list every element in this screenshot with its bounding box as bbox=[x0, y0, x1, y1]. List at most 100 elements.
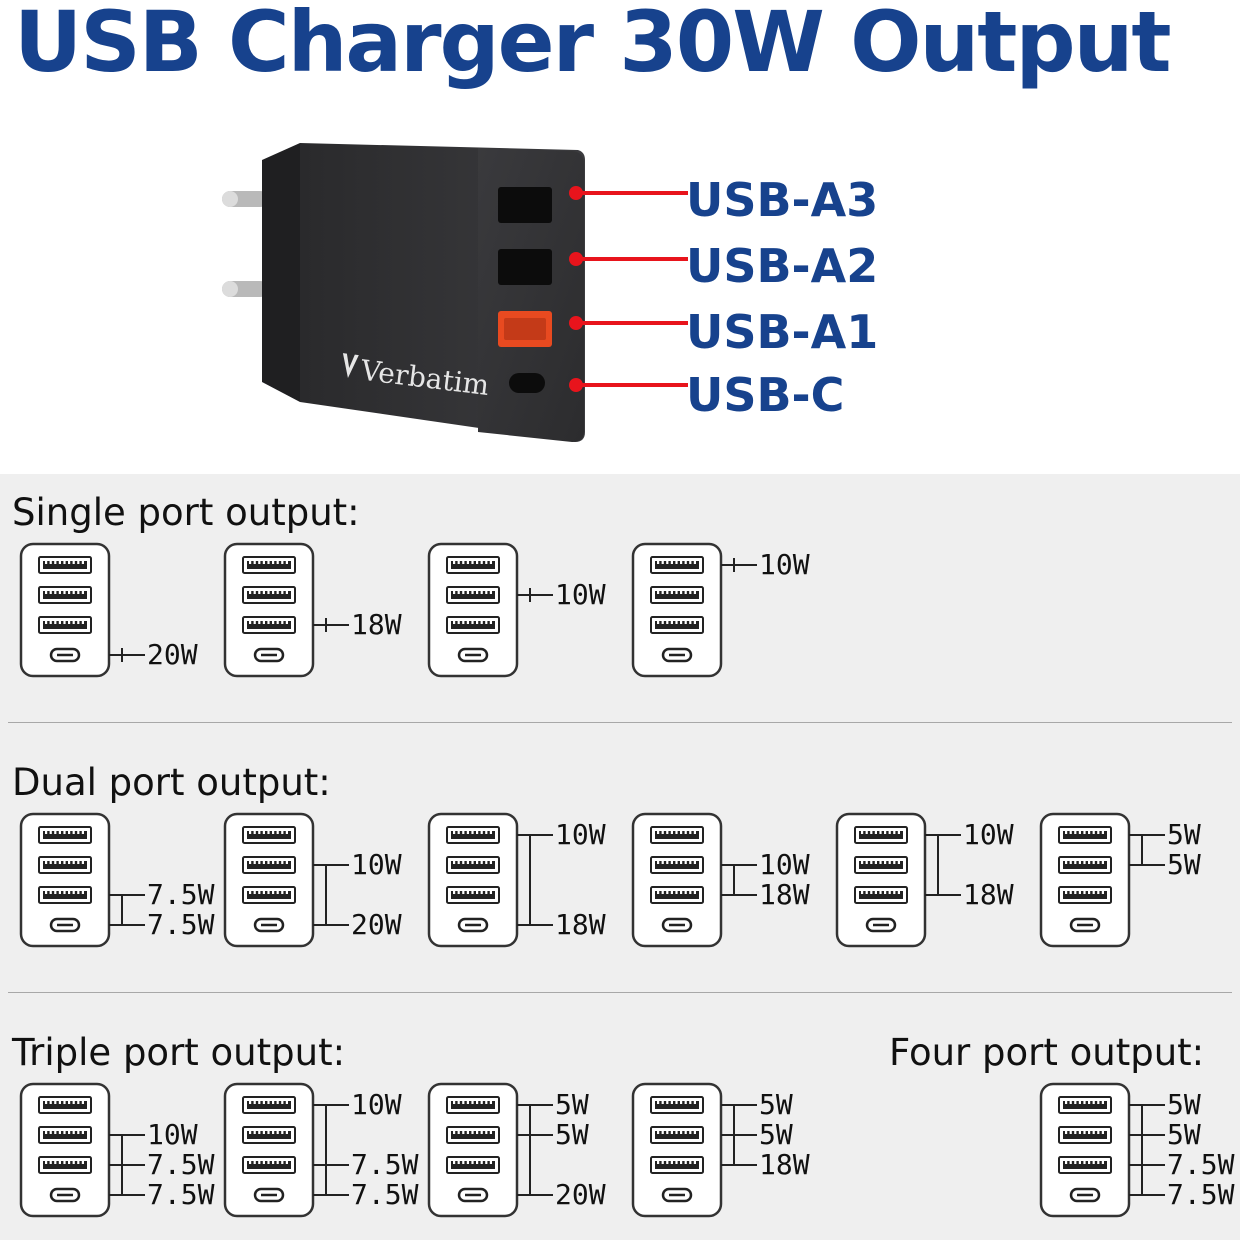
usb-a-port-icon bbox=[38, 1096, 92, 1114]
wattage-label-usb-a2: 10W bbox=[759, 848, 810, 881]
usb-c-port-icon bbox=[661, 1187, 693, 1203]
wattage-label-usb-a1: 18W bbox=[351, 608, 402, 641]
wattage-label-usb-a3: 10W bbox=[759, 548, 810, 581]
charger-diagram: 10W 20W bbox=[223, 812, 404, 953]
usb-a-port-icon bbox=[1058, 1096, 1112, 1114]
section-divider bbox=[8, 992, 1232, 993]
charger-diagram-graphic bbox=[19, 1082, 145, 1218]
charger-outline bbox=[427, 812, 519, 948]
section-title: Triple port output: bbox=[12, 1031, 346, 1074]
usb-a-port-icon bbox=[650, 556, 704, 574]
charger-outline bbox=[427, 542, 519, 678]
charger-diagram-graphic bbox=[19, 812, 145, 948]
section-title: Dual port output: bbox=[12, 761, 331, 804]
usb-c-port-icon bbox=[253, 917, 285, 933]
charger-diagram: 18W bbox=[223, 542, 404, 683]
usb-a-port-icon bbox=[1058, 886, 1112, 904]
charger-ports bbox=[498, 187, 552, 393]
usb-a-port-icon bbox=[242, 826, 296, 844]
output-panel bbox=[0, 474, 1240, 1240]
charger-outline bbox=[223, 542, 315, 678]
usb-a-port-icon bbox=[446, 1126, 500, 1144]
charger-outline bbox=[631, 1082, 723, 1218]
charger-outline bbox=[19, 812, 111, 948]
wattage-label-usb-a3: 10W bbox=[555, 818, 606, 851]
wattage-label-usb-a3: 5W bbox=[555, 1088, 589, 1121]
charger-diagram-graphic bbox=[1039, 812, 1165, 948]
usb-c-port-icon bbox=[253, 647, 285, 663]
usb-a-port-icon bbox=[1058, 856, 1112, 874]
charger-diagram-graphic bbox=[223, 1082, 349, 1218]
usb-a-port-icon bbox=[650, 1096, 704, 1114]
charger-diagram-graphic bbox=[631, 1082, 757, 1218]
charger-outline bbox=[427, 1082, 519, 1218]
wattage-label-usb-a3: 10W bbox=[963, 818, 1014, 851]
usb-c-port-icon bbox=[49, 917, 81, 933]
wattage-label-usb-c: 7.5W bbox=[147, 908, 215, 941]
charger-diagram-graphic bbox=[19, 542, 145, 678]
wattage-label-usb-c: 7.5W bbox=[351, 1178, 419, 1211]
usb-a-port-icon bbox=[650, 1126, 704, 1144]
charger-outline bbox=[631, 812, 723, 948]
usb-a-port-icon bbox=[650, 1156, 704, 1174]
wattage-label-usb-a1: 7.5W bbox=[147, 1148, 215, 1181]
wattage-label-usb-a2: 5W bbox=[759, 1118, 793, 1151]
usb-a-port-icon bbox=[242, 586, 296, 604]
wattage-label-usb-c: 20W bbox=[351, 908, 402, 941]
usb-a-port-icon bbox=[854, 826, 908, 844]
charger-outline bbox=[1039, 812, 1131, 948]
wattage-label-usb-a1: 18W bbox=[963, 878, 1014, 911]
charger-outline bbox=[19, 542, 111, 678]
page-title: USB Charger 30W Output bbox=[14, 0, 1172, 91]
usb-a-port-icon bbox=[242, 1126, 296, 1144]
usb-a-port-icon bbox=[38, 616, 92, 634]
usb-a-port-icon bbox=[38, 1126, 92, 1144]
port-label-usb-a1: USB-A1 bbox=[686, 305, 879, 359]
wattage-label-usb-a1: 7.5W bbox=[351, 1148, 419, 1181]
charger-diagram: 10W bbox=[427, 542, 608, 683]
wattage-label-usb-a2: 10W bbox=[351, 848, 402, 881]
wattage-label-usb-a2: 10W bbox=[555, 578, 606, 611]
wattage-label-usb-c: 7.5W bbox=[1167, 1178, 1235, 1211]
charger-diagram-graphic bbox=[1039, 1082, 1165, 1218]
usb-a-port-icon bbox=[242, 886, 296, 904]
wattage-label-usb-a1: 7.5W bbox=[147, 878, 215, 911]
wattage-label-usb-a3: 5W bbox=[759, 1088, 793, 1121]
wattage-label-usb-a1: 18W bbox=[759, 1148, 810, 1181]
usb-c-port-icon bbox=[661, 647, 693, 663]
section-divider bbox=[8, 722, 1232, 723]
wattage-label-usb-c: 18W bbox=[555, 908, 606, 941]
charger-outline bbox=[223, 812, 315, 948]
wattage-label-usb-a3: 10W bbox=[351, 1088, 402, 1121]
usb-a-port-icon bbox=[38, 586, 92, 604]
charger-diagram-graphic bbox=[835, 812, 961, 948]
usb-c-port-icon bbox=[253, 1187, 285, 1203]
wattage-label-usb-a1: 18W bbox=[759, 878, 810, 911]
charger-outline bbox=[835, 812, 927, 948]
port-label-usb-a2: USB-A2 bbox=[686, 239, 879, 293]
usb-a-port-icon bbox=[1058, 1126, 1112, 1144]
charger-outline bbox=[631, 542, 723, 678]
port-label-usb-c: USB-C bbox=[686, 368, 845, 422]
usb-c-port-icon bbox=[865, 917, 897, 933]
wattage-label-usb-a3: 5W bbox=[1167, 818, 1201, 851]
charger-outline bbox=[223, 1082, 315, 1218]
usb-c-port-icon bbox=[1069, 1187, 1101, 1203]
charger-diagram-graphic bbox=[631, 812, 757, 948]
usb-c-port-icon bbox=[661, 917, 693, 933]
wattage-label-usb-a2: 5W bbox=[1167, 1118, 1201, 1151]
usb-a-port-icon bbox=[446, 556, 500, 574]
wattage-label-usb-a3: 5W bbox=[1167, 1088, 1201, 1121]
usb-c-port-icon bbox=[457, 647, 489, 663]
usb-a-port-icon bbox=[38, 556, 92, 574]
section-title: Four port output: bbox=[889, 1031, 1205, 1074]
usb-a-port-icon bbox=[446, 1156, 500, 1174]
usb-c-port-icon bbox=[457, 1187, 489, 1203]
usb-a-port-icon bbox=[650, 826, 704, 844]
